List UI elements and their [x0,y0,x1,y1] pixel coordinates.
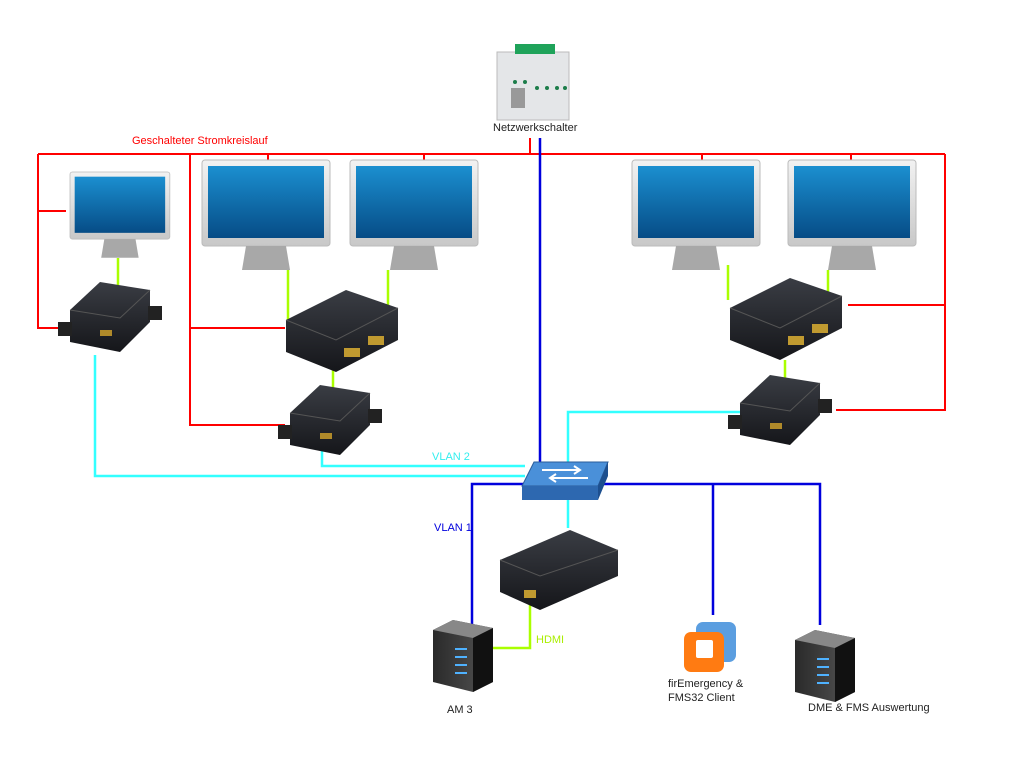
monitor [787,159,917,271]
power-circuit-label: Geschalteter Stromkreislauf [132,135,268,147]
dme-label: DME & FMS Auswertung [808,702,930,714]
vlan1-label: VLAN 1 [434,522,472,534]
firemergency-app-icon [684,622,736,672]
firemergency-label-line2: FMS32 Client [668,692,735,704]
monitor [69,171,171,259]
network-power-switch-device [496,44,570,121]
firemergency-label-line1: firEmergency & [668,678,744,690]
server-dme-icon [795,630,855,702]
hdmi-extender-receiver [499,530,619,610]
hdmi-splitter [285,289,399,373]
hdmi-extender [277,384,383,456]
monitor [201,159,331,271]
am3-label: AM 3 [447,704,473,716]
hdmi-splitter [729,277,843,361]
ethernet-switch-icon [521,461,609,500]
network-power-switch-label: Netzwerkschalter [493,122,578,134]
vlan1-lines [470,138,822,625]
monitor [349,159,479,271]
hdmi-extender [727,374,833,446]
hdmi-extender [57,281,163,353]
vlan2-label: VLAN 2 [432,451,470,463]
monitor [631,159,761,271]
hdmi-label: HDMI [536,634,565,646]
vlan2-lines [93,355,740,528]
server-am3-icon [433,620,493,692]
